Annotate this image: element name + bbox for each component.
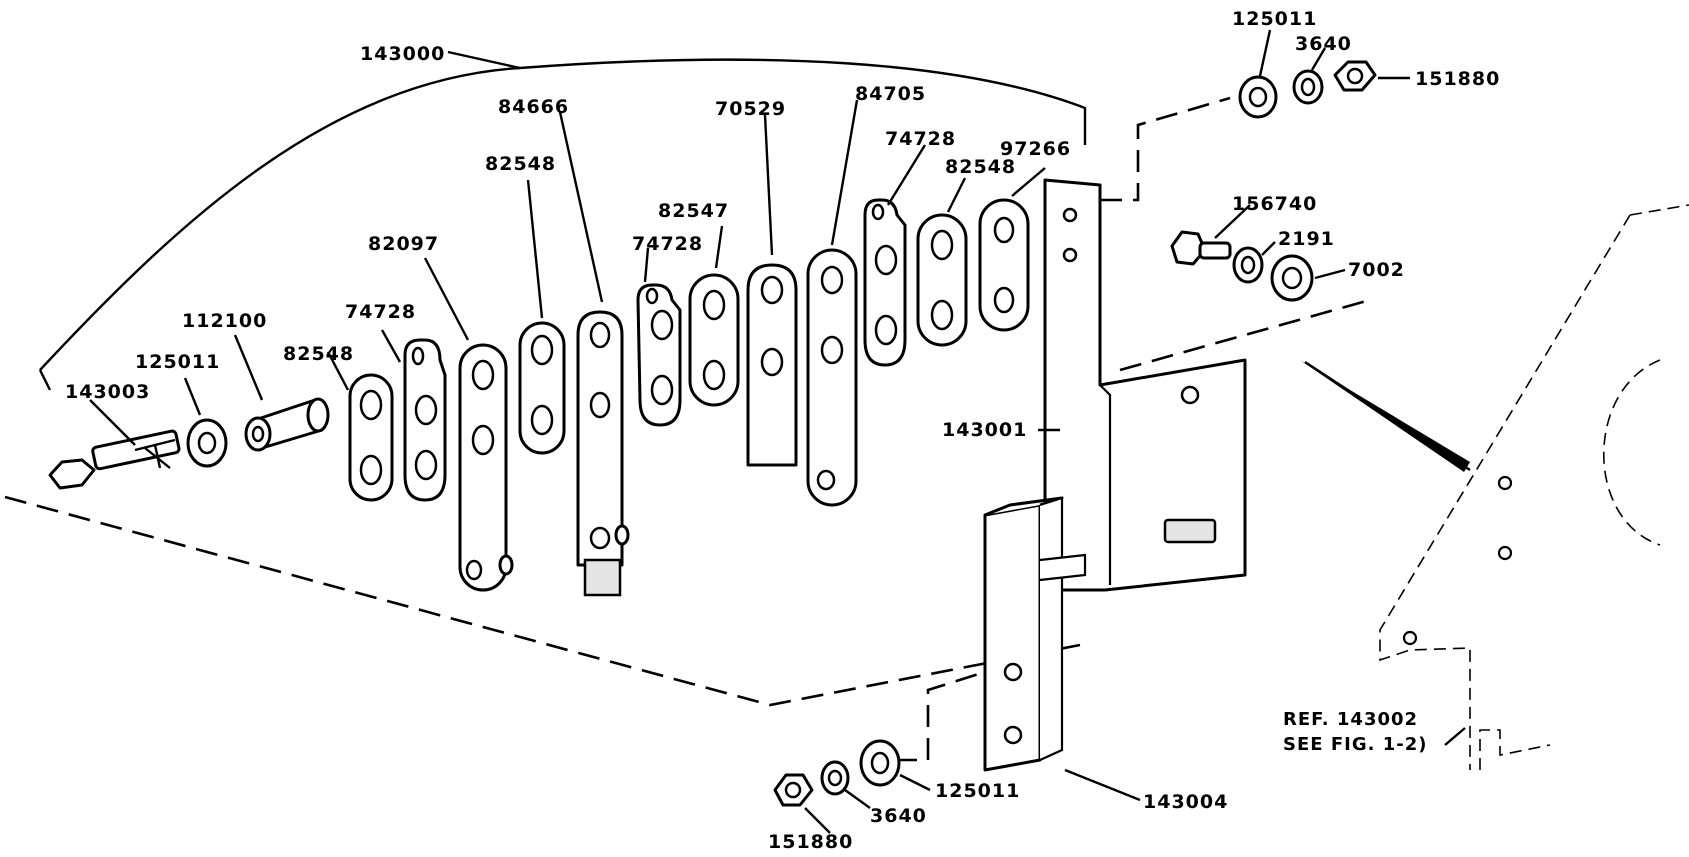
bracket-143004 bbox=[983, 496, 1087, 772]
label-125011-bottom: 125011 bbox=[935, 780, 1020, 802]
ref-label-line2: SEE FIG. 1-2) bbox=[1283, 734, 1427, 755]
reference-frame-143002 bbox=[1379, 204, 1689, 770]
label-74728-b: 74728 bbox=[632, 233, 703, 255]
dashed-path-bottom-hardware bbox=[895, 670, 986, 762]
link-74728-a bbox=[403, 338, 447, 502]
label-82097: 82097 bbox=[368, 233, 439, 255]
leader-lines bbox=[89, 29, 1466, 834]
label-112100: 112100 bbox=[182, 310, 267, 332]
link-82548-a bbox=[348, 373, 394, 502]
washer-125011-top bbox=[1238, 75, 1278, 119]
label-97266: 97266 bbox=[1000, 138, 1071, 160]
link-82548-c bbox=[916, 213, 968, 347]
ref-label-line1: REF. 143002 bbox=[1283, 709, 1418, 730]
bracket-143001 bbox=[1043, 178, 1247, 592]
lockwasher-2191 bbox=[1232, 246, 1264, 284]
label-3640-bottom: 3640 bbox=[870, 805, 927, 827]
lockwasher-3640-bottom bbox=[820, 760, 850, 796]
label-143004: 143004 bbox=[1143, 791, 1228, 813]
assembly-bracket-end bbox=[38, 369, 52, 391]
label-82547: 82547 bbox=[658, 200, 729, 222]
assembly-boundary-dashed bbox=[4, 495, 1081, 707]
label-82548-b: 82548 bbox=[485, 153, 556, 175]
link-84705 bbox=[806, 248, 858, 507]
label-125011-left: 125011 bbox=[135, 351, 220, 373]
link-82547 bbox=[688, 273, 740, 407]
dashed-path-top-hardware bbox=[1100, 96, 1231, 202]
ref-solid-wedge bbox=[1300, 360, 1470, 472]
spacer-112100 bbox=[244, 397, 330, 452]
link-84666 bbox=[576, 310, 630, 597]
link-70529 bbox=[746, 263, 798, 467]
link-82548-b bbox=[518, 321, 566, 455]
label-74728-a: 74728 bbox=[345, 301, 416, 323]
washer-125011-left bbox=[186, 418, 228, 468]
nut-151880-top bbox=[1333, 60, 1377, 92]
label-82548-a: 82548 bbox=[283, 343, 354, 365]
link-97266 bbox=[978, 198, 1030, 332]
screw-143003 bbox=[48, 429, 181, 490]
stud-156740 bbox=[1170, 230, 1232, 266]
washer-7002 bbox=[1270, 254, 1314, 302]
nut-151880-bottom bbox=[773, 773, 814, 807]
label-156740: 156740 bbox=[1232, 193, 1317, 215]
label-143000: 143000 bbox=[360, 43, 445, 65]
label-143003: 143003 bbox=[65, 381, 150, 403]
label-151880-top: 151880 bbox=[1415, 68, 1500, 90]
label-7002: 7002 bbox=[1348, 259, 1405, 281]
lockwasher-3640-top bbox=[1292, 69, 1324, 105]
label-125011-top: 125011 bbox=[1232, 8, 1317, 30]
label-84705: 84705 bbox=[855, 83, 926, 105]
label-151880-bottom: 151880 bbox=[768, 831, 853, 853]
label-3640-top: 3640 bbox=[1295, 33, 1352, 55]
assembly-boundary-dashed-right bbox=[1119, 298, 1371, 372]
link-82097 bbox=[458, 343, 514, 592]
washer-125011-bottom bbox=[859, 739, 901, 787]
label-2191: 2191 bbox=[1278, 228, 1335, 250]
label-143001: 143001 bbox=[942, 419, 1027, 441]
link-74728-b bbox=[636, 283, 682, 427]
label-84666: 84666 bbox=[498, 96, 569, 118]
link-74728-c bbox=[863, 198, 907, 367]
label-82548-c: 82548 bbox=[945, 156, 1016, 178]
label-74728-c: 74728 bbox=[885, 128, 956, 150]
part-labels: 143000 143003 125011 112100 82548 74728 … bbox=[65, 8, 1500, 853]
label-70529: 70529 bbox=[715, 98, 786, 120]
